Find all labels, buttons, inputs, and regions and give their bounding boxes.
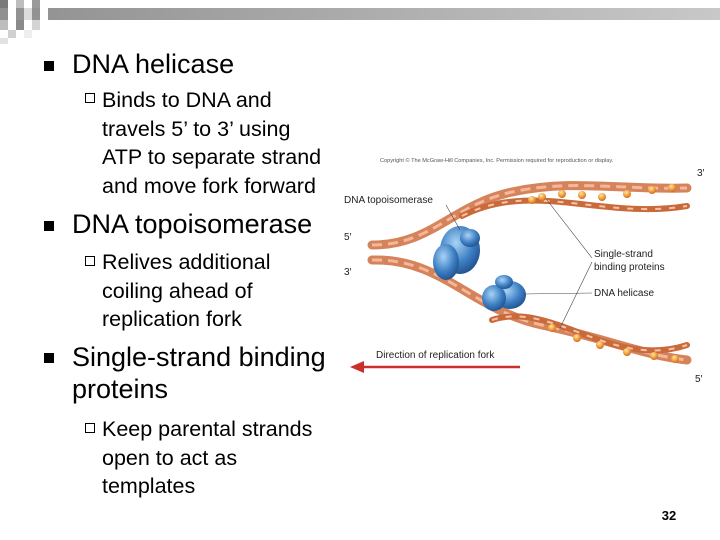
leader-line xyxy=(523,292,593,295)
bullet-text: DNA topoisomerase xyxy=(72,209,313,239)
end-label-top-right: 3′ xyxy=(697,168,705,179)
bullet-square xyxy=(44,221,54,231)
bullet-text: Single-strand binding proteins xyxy=(72,341,326,405)
ssb-protein-beads xyxy=(528,184,679,363)
label-ssb-line1: Single-strand xyxy=(594,249,653,260)
replication-fork-figure: Copyright © The McGraw-Hill Companies, I… xyxy=(344,157,705,385)
page-number: 32 xyxy=(661,508,677,523)
helicase-protein xyxy=(482,275,526,311)
leader-line xyxy=(546,199,593,259)
bullet-square xyxy=(44,353,54,363)
copyright-text: Copyright © The McGraw-Hill Companies, I… xyxy=(380,157,614,164)
topoisomerase-protein xyxy=(433,226,480,280)
bullet-line: proteins xyxy=(72,374,169,404)
sub-line: Relives additional xyxy=(102,250,271,274)
label-topoisomerase: DNA topoisomerase xyxy=(344,195,433,206)
end-label-left-upper: 5′ xyxy=(344,232,352,243)
sub-line: travels 5’ to 3’ using xyxy=(102,116,291,141)
sub-bullet-square xyxy=(85,256,95,266)
sub-bullet-text: Binds to DNA and travels 5’ to 3’ using … xyxy=(102,86,321,200)
sub-line: open to act as xyxy=(102,445,238,470)
upper-strand xyxy=(367,181,692,250)
sub-line: coiling ahead of xyxy=(102,278,253,303)
sub-line: ATP to separate strand xyxy=(102,145,322,170)
sub-line: and move fork forward xyxy=(102,173,316,198)
sub-bullet-square xyxy=(85,93,95,103)
corner-decoration xyxy=(0,0,720,44)
bullet-text: DNA helicase xyxy=(72,49,235,79)
end-label-bottom-right: 5′ xyxy=(695,374,703,385)
sub-line: Keep parental strands xyxy=(102,417,313,441)
sub-line: Binds to DNA and xyxy=(102,88,272,112)
leader-line xyxy=(559,261,593,329)
label-direction: Direction of replication fork xyxy=(376,350,495,361)
sub-bullet-square xyxy=(85,423,95,433)
label-ssb-line2: binding proteins xyxy=(594,262,665,273)
lower-strand xyxy=(367,255,692,365)
end-label-left-lower: 3′ xyxy=(344,267,352,278)
bullet-square xyxy=(44,61,54,71)
leader-line xyxy=(445,204,461,231)
sub-bullet-text: Relives additional coiling ahead of repl… xyxy=(102,248,271,334)
sub-bullet-text: Keep parental strands open to act as tem… xyxy=(102,415,312,501)
checker-squares xyxy=(0,0,48,44)
label-helicase: DNA helicase xyxy=(594,288,654,299)
bullet-line: Single-strand binding xyxy=(72,342,326,372)
sub-line: replication fork xyxy=(102,307,242,332)
direction-arrow-head xyxy=(350,361,364,373)
sub-line: templates xyxy=(102,474,196,499)
